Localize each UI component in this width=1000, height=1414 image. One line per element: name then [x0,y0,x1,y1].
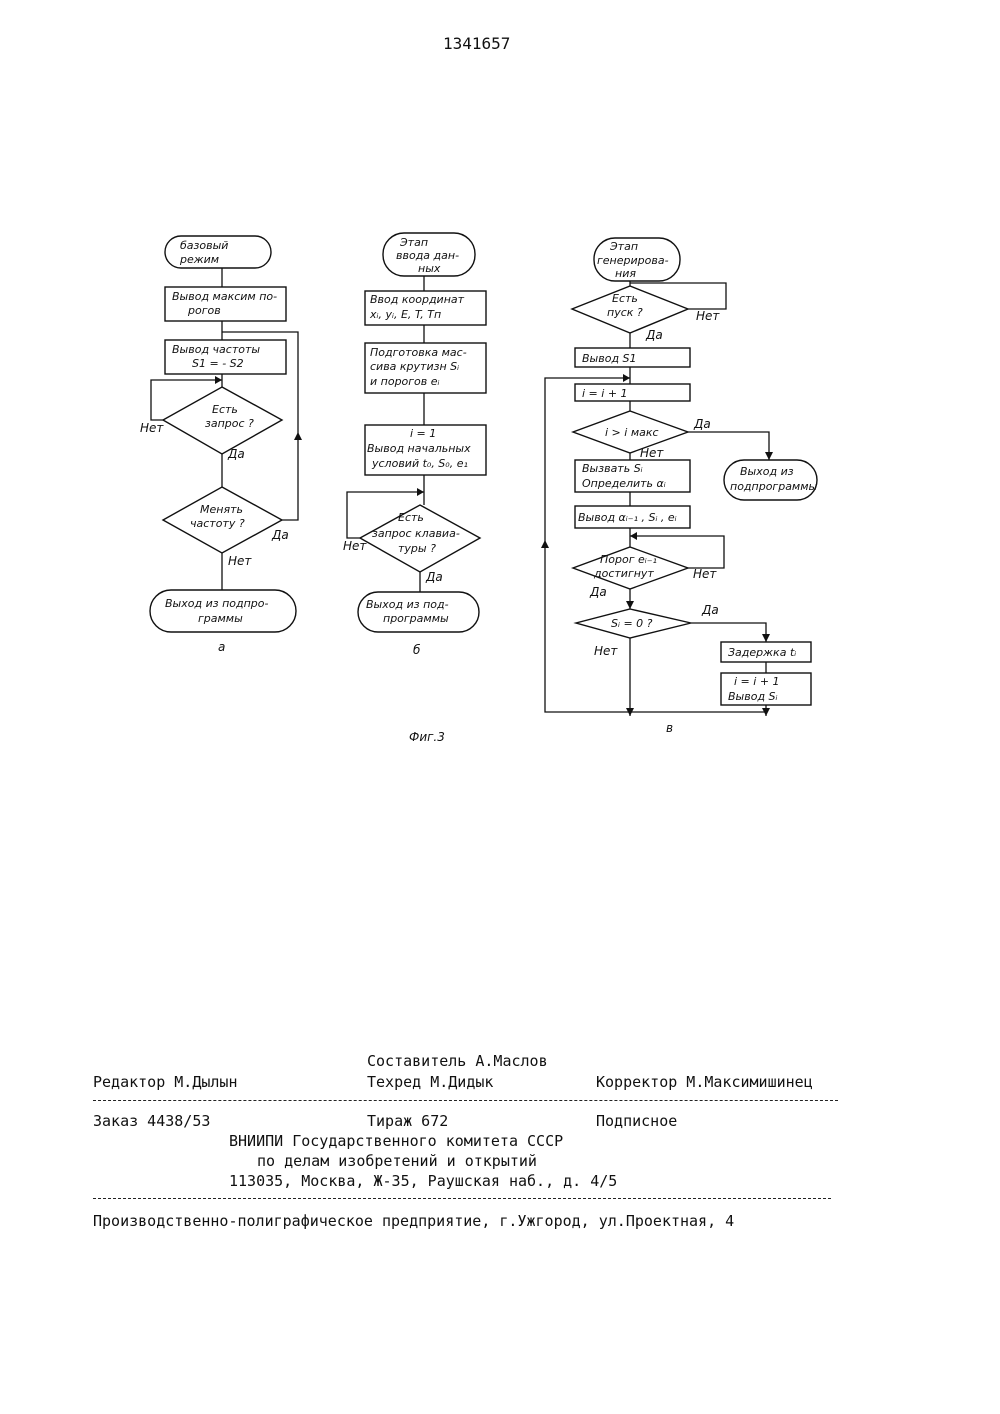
c-yes-threshold-label: Да [589,585,607,599]
c-start-text-1: Этап [609,240,638,253]
c-start-text-2: генерирова- [597,254,669,267]
b-initial-text-2: Вывод начальных [367,442,471,455]
c-exit-text-2: подпрограммы [730,480,818,493]
figure-caption: Фиг.3 [409,730,445,744]
org-line-2: по делам изобретений и открытий [257,1154,537,1169]
b-exit-text-1: Выход из под- [366,598,449,611]
c-start-dec-text-2: пуск ? [607,306,643,319]
c-imax-text: i > i макс [605,426,659,439]
b-prepare-text-2: сива крутизн Sᵢ [370,360,459,373]
c-increment-text: i = i + 1 [582,387,628,400]
c-get-si-text-2: Определить αᵢ [582,477,666,490]
a-start-text-2: режим [179,253,219,266]
a-no2-label: Нет [228,554,252,568]
a-thresholds-text-2: рогов [187,304,221,317]
a-exit-text-2: граммы [198,612,243,625]
c-inc-out-text-2: Вывод Sᵢ [728,690,778,703]
c-no-imax-label: Нет [640,446,664,460]
c-yes-imax-label: Да [693,417,711,431]
a-change-text-2: частоту ? [190,517,245,530]
proofreader: Корректор М.Максимишинец [596,1075,813,1090]
a-sublabel: а [218,640,225,654]
techred: Техред М.Дидык [367,1075,493,1090]
c-start-dec-text-1: Есть [612,292,638,305]
c-sublabel: в [666,721,673,735]
b-start-text-3: ных [418,262,441,275]
b-coords-text-2: xᵢ, yᵢ, E, T, Tп [369,308,441,321]
c-yes-si-label: Да [701,603,719,617]
c-threshold-text-2: достигнут [593,567,654,580]
c-out-s1-text: Вывод S1 [582,352,637,365]
c-inc-out-text-1: i = i + 1 [734,675,780,688]
a-change-text-1: Менять [200,503,243,516]
flowchart-a: базовый режим Вывод максим по- рогов Выв… [140,236,302,654]
c-si-zero-text: Sᵢ = 0 ? [611,617,653,630]
separator-top [93,1100,838,1101]
editor: Редактор М.Дылын [93,1075,238,1090]
c-exit-text-1: Выход из [740,465,794,478]
c-get-si-text-1: Вызвать Sᵢ [582,462,643,475]
b-coords-text-1: Ввод координат [370,293,465,306]
a-start-text-1: базовый [180,239,228,252]
flowchart-c: Этап генерирова- ния Есть пуск ? Нет Да … [541,238,818,735]
org-line-1: ВНИИПИ Государственного комитета СССР [229,1134,563,1149]
c-start-text-3: ния [615,267,636,280]
a-thresholds-text-1: Вывод максим по- [172,290,277,303]
b-start-text-2: ввода дан- [396,249,459,262]
printer: Производственно-полиграфическое предприя… [93,1214,734,1229]
b-exit-text-2: программы [383,612,449,625]
b-start-text-1: Этап [399,236,428,249]
subscription: Подписное [596,1114,677,1129]
b-no-label: Нет [343,539,367,553]
c-out-alpha-text: Вывод αᵢ₋₁ , Sᵢ , eᵢ [578,511,677,524]
compiler: Составитель А.Маслов [367,1054,548,1069]
b-keyboard-text-1: Есть [398,511,424,524]
b-initial-text-3: условий t₀, S₀, e₁ [371,457,468,470]
order-number: Заказ 4438/53 [93,1114,210,1129]
a-frequency-text-1: Вывод частоты [172,343,260,356]
flowchart-b: Этап ввода дан- ных Ввод координат xᵢ, y… [343,233,486,657]
a-frequency-text-2: S1 = - S2 [192,357,244,370]
b-yes-label: Да [425,570,443,584]
b-sublabel: б [413,643,421,657]
c-yes-start-label: Да [645,328,663,342]
b-prepare-text-1: Подготовка мас- [370,346,467,359]
c-no-threshold-label: Нет [693,567,717,581]
a-query-text-2: запрос ? [205,417,254,430]
b-prepare-text-3: и порогов eᵢ [370,375,440,388]
a-exit-text-1: Выход из подпро- [165,597,268,610]
a-no-label: Нет [140,421,164,435]
a-yes-label: Да [227,447,245,461]
b-keyboard-text-3: туры ? [398,542,436,555]
b-initial-text-1: i = 1 [410,427,436,440]
b-keyboard-text-2: запрос клавиа- [372,527,460,540]
a-query-text-1: Есть [212,403,238,416]
address: 113035, Москва, Ж-35, Раушская наб., д. … [229,1174,617,1189]
c-delay-text: Задержка tᵢ [728,646,796,659]
c-no-start-label: Нет [696,309,720,323]
c-no-si-label: Нет [594,644,618,658]
c-threshold-text-1: Порог eᵢ₋₁ [600,553,657,566]
circulation: Тираж 672 [367,1114,448,1129]
separator-bottom [93,1198,831,1199]
a-yes2-label: Да [271,528,289,542]
